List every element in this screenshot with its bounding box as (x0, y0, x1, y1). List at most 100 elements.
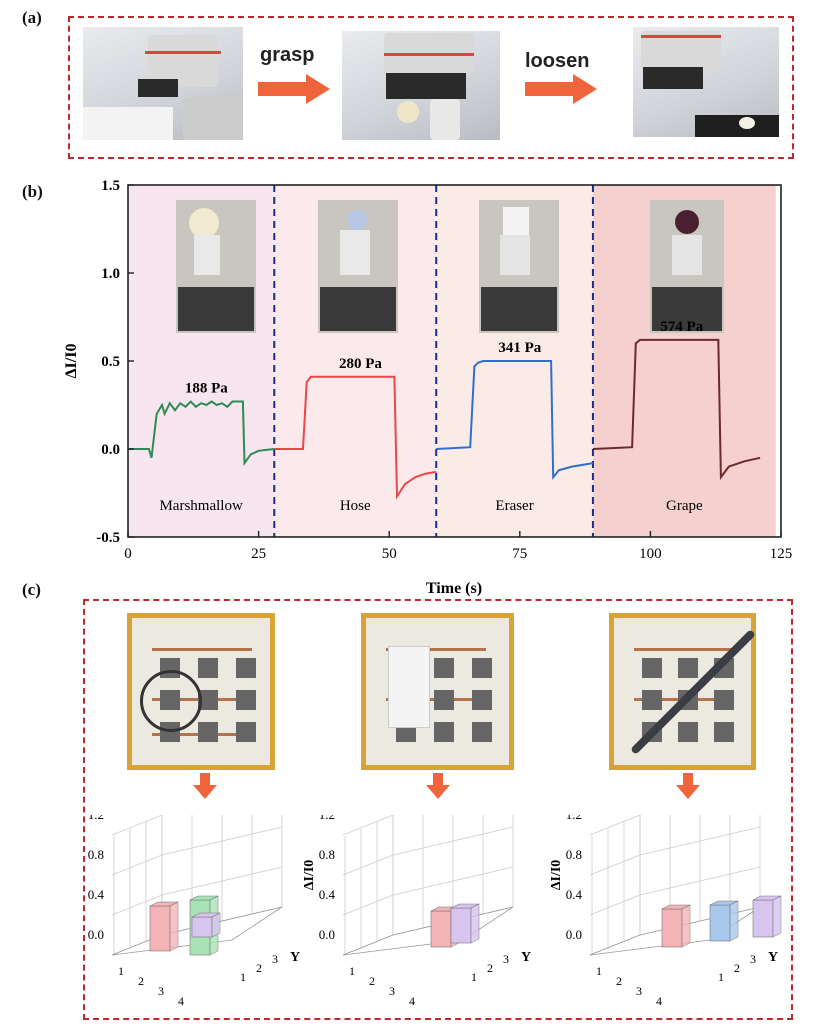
x-tick-label: 2 (138, 974, 144, 988)
x-tick-label: 2 (616, 974, 622, 988)
photo-robot-grasp (342, 31, 500, 140)
right-arrow-icon (258, 74, 330, 104)
z-tick-label: 0.4 (88, 887, 105, 902)
x-tick-label: 3 (389, 984, 395, 998)
bar-0-2 (191, 916, 213, 938)
x-tick-label: 1 (118, 964, 124, 978)
z-tick-label: 1.2 (88, 815, 104, 822)
y-tick-label: 2 (734, 961, 740, 975)
x-tick-label: 4 (409, 994, 415, 1008)
y-axis-label: Y (290, 950, 300, 965)
bar-2-0 (661, 908, 683, 948)
photo-grape-gripper (650, 200, 724, 333)
region-label-2: Eraser (495, 498, 533, 514)
region-label-0: Marshmallow (159, 498, 242, 514)
x-tick-label: 3 (636, 984, 642, 998)
z-tick-label: 0.0 (88, 927, 104, 942)
y-tick-label-2: 0.5 (101, 354, 120, 370)
pressure-annotation-3: 574 Pa (660, 319, 703, 335)
panel-label-a: (a) (22, 8, 42, 27)
chart-ticks: 0 25 50 75 100 125 -0.5 0.0 0.5 1.0 1.5 (96, 178, 792, 562)
bar-1-0 (430, 910, 452, 948)
y-tick-label: 2 (487, 961, 493, 975)
y-tick-label: 1 (471, 970, 477, 984)
x-tick-label: 2 (369, 974, 375, 988)
z-tick-label: 0.8 (319, 847, 335, 862)
x-tick-label: 1 (596, 964, 602, 978)
panel-label-b: (b) (22, 182, 43, 201)
y-tick-label: 1 (240, 970, 246, 984)
z-tick-label: 0.8 (566, 847, 582, 862)
x-tick-label-2: 50 (382, 546, 397, 562)
z-axis-label: ΔI/I0 (85, 860, 86, 891)
panel-label-c: (c) (22, 580, 41, 599)
z-tick-label: 1.2 (319, 815, 335, 822)
right-arrow-icon-2 (525, 74, 597, 104)
pressure-annotation-0: 188 Pa (185, 380, 228, 396)
y-tick-label-0: -0.5 (96, 530, 120, 546)
x-tick-label: 4 (178, 994, 184, 1008)
bar-0-0 (149, 905, 171, 952)
3d-bar-charts: 1.20.80.40.0ΔI/I01234123Y1.20.80.40.0ΔI/… (85, 815, 782, 1008)
down-arrow-icon-3 (676, 773, 700, 799)
photo-robot-release (633, 27, 779, 137)
region-label-3: Grape (666, 498, 703, 514)
x-axis-label: Time (s) (426, 580, 482, 597)
sensor-array-pen (609, 613, 756, 770)
down-arrow-icon (193, 773, 217, 799)
photo-eraser-gripper (479, 200, 559, 333)
pressure-annotation-1: 280 Pa (339, 356, 382, 372)
z-axis-label: ΔI/I0 (549, 860, 564, 891)
photo-robot-before (83, 27, 243, 140)
y-tick-label: 3 (750, 952, 756, 966)
loosen-label: loosen (525, 50, 590, 72)
z-tick-label: 1.2 (566, 815, 582, 822)
y-tick-label: 3 (272, 952, 278, 966)
y-tick-label-3: 1.0 (101, 266, 120, 282)
series-line-3 (592, 338, 761, 481)
grasp-label: grasp (260, 44, 315, 66)
y-tick-label: 3 (503, 952, 509, 966)
bar-1-1 (450, 907, 472, 944)
bar-2-1 (709, 904, 731, 942)
y-tick-label: 2 (256, 961, 262, 975)
y-axis-label: ΔI/I0 (63, 344, 80, 379)
photo-marshmallow-gripper (176, 200, 256, 333)
y-tick-label: 1 (718, 970, 724, 984)
x-tick-label: 4 (656, 994, 662, 1008)
x-tick-label: 3 (158, 984, 164, 998)
sensor-array-eraser (361, 613, 514, 770)
y-axis-label: Y (768, 950, 778, 965)
z-tick-label: 0.4 (319, 887, 336, 902)
y-tick-label-4: 1.5 (101, 178, 120, 194)
bar-2-2 (752, 899, 774, 938)
panel-c-frame (83, 599, 793, 1020)
x-tick-label-5: 125 (770, 546, 793, 562)
z-tick-label: 0.0 (566, 927, 582, 942)
x-tick-label-0: 0 (124, 546, 132, 562)
x-tick-label: 1 (349, 964, 355, 978)
z-tick-label: 0.0 (319, 927, 335, 942)
photo-hose-gripper (318, 200, 398, 333)
x-tick-label-1: 25 (251, 546, 266, 562)
x-tick-label-3: 75 (512, 546, 527, 562)
y-axis-label: Y (521, 950, 531, 965)
pressure-annotation-2: 341 Pa (498, 340, 541, 356)
series-lines: 188 Pa 280 Pa 341 Pa 574 Pa (128, 319, 761, 500)
region-label-1: Hose (340, 498, 371, 514)
z-tick-label: 0.8 (88, 847, 104, 862)
z-tick-label: 0.4 (566, 887, 583, 902)
z-axis-label: ΔI/I0 (302, 860, 317, 891)
x-tick-label-4: 100 (639, 546, 662, 562)
series-line-1 (274, 375, 437, 500)
sensor-array-ring (127, 613, 275, 770)
object-photos (176, 200, 724, 333)
panel-a-frame (68, 16, 794, 159)
series-line-0 (128, 400, 275, 467)
series-line-2 (436, 360, 594, 480)
y-tick-label-1: 0.0 (101, 442, 120, 458)
